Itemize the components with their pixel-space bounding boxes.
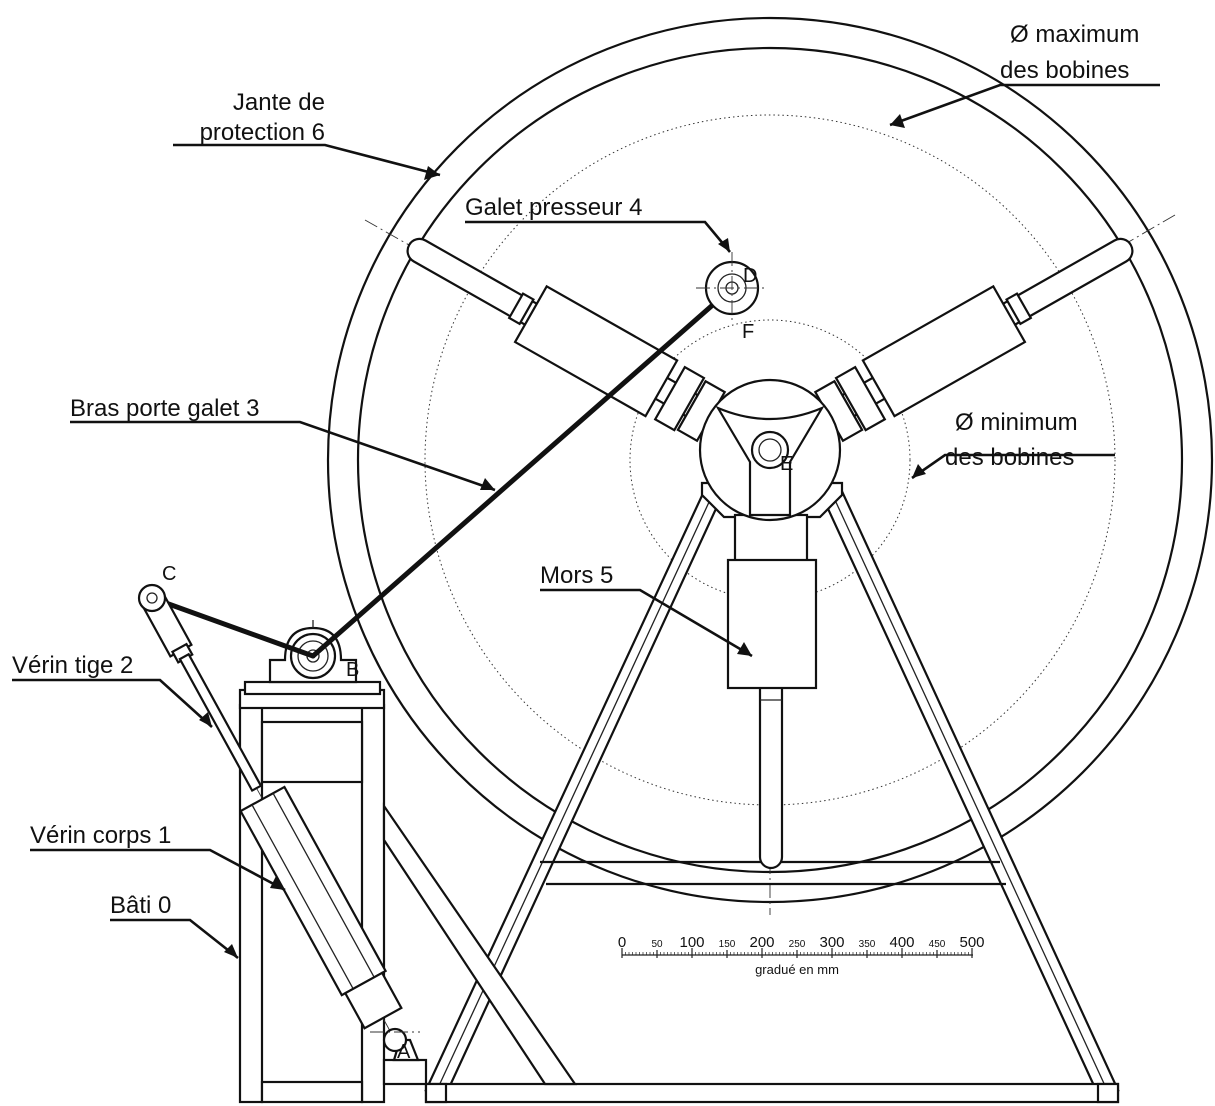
scale-major-500: 500 (959, 934, 984, 951)
point-F: F (742, 321, 754, 343)
label-max-line1: Ø maximum (1010, 21, 1139, 48)
label-bras: Bras porte galet 3 (70, 395, 259, 422)
arm-BC (149, 595, 316, 659)
arm-BD (310, 285, 735, 659)
label-min-line1: Ø minimum (955, 409, 1078, 436)
label-verin-tige: Vérin tige 2 (12, 652, 133, 679)
scale-major-400: 400 (889, 934, 914, 951)
scale-minor-350: 350 (859, 939, 876, 950)
label-jante-line1: Jante de (233, 89, 325, 116)
hub (698, 378, 842, 522)
scale-minor-50: 50 (651, 939, 663, 950)
point-B: B (346, 659, 359, 681)
point-D: D (743, 265, 757, 287)
label-verin-corps: Vérin corps 1 (30, 822, 171, 849)
hydraulic-cylinder (137, 583, 420, 1053)
scale-caption: gradué en mm (755, 962, 839, 977)
leader-arrowheads (199, 114, 926, 958)
scale-minor-450: 450 (929, 939, 946, 950)
min-reel-diameter-circle (629, 319, 911, 601)
scale-minor-150: 150 (719, 939, 736, 950)
label-bati: Bâti 0 (110, 892, 171, 919)
point-A: A (397, 1041, 411, 1063)
label-mors: Mors 5 (540, 562, 613, 589)
max-reel-diameter-circle (424, 114, 1116, 806)
label-galet: Galet presseur 4 (465, 194, 642, 221)
scale-major-0: 0 (618, 934, 626, 951)
label-jante-line2: protection 6 (200, 119, 325, 146)
label-max-line2: des bobines (1000, 57, 1129, 84)
scale-major-200: 200 (749, 934, 774, 951)
pressure-roller (696, 252, 768, 324)
label-min-line2: des bobines (945, 444, 1074, 471)
point-E: E (780, 453, 793, 475)
scale-major-300: 300 (819, 934, 844, 951)
scale-major-100: 100 (679, 934, 704, 951)
scale-ticks (621, 948, 973, 958)
point-C: C (162, 563, 176, 585)
scale-bar: 0 50 100 150 200 250 300 350 400 450 500… (618, 934, 985, 977)
chuck-arms (406, 237, 1134, 870)
scale-minor-250: 250 (789, 939, 806, 950)
